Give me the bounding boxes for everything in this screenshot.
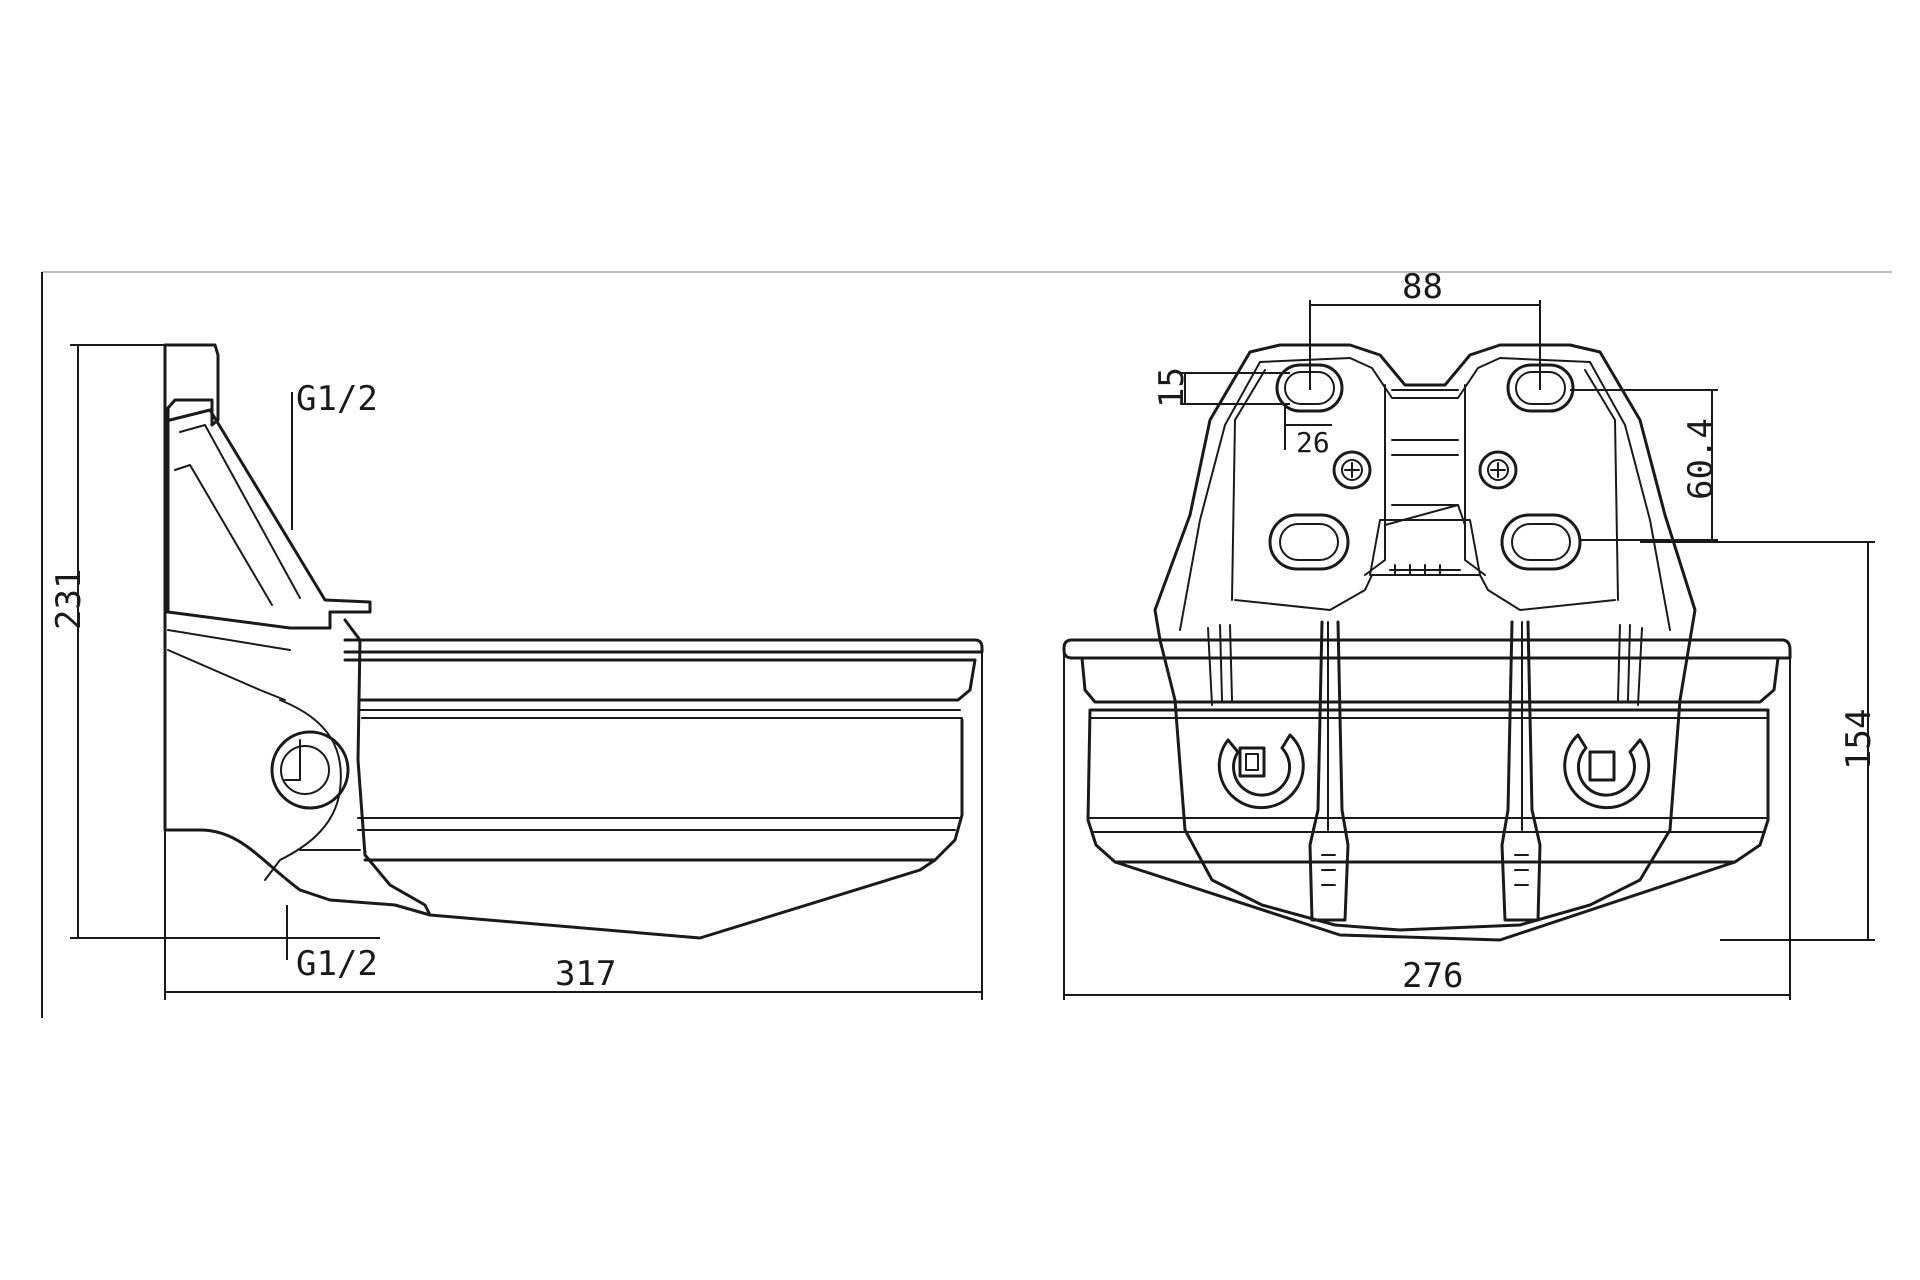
side-trough-main-wall [363, 718, 964, 862]
front-left-pipe [1308, 620, 1350, 922]
front-bracket-inner [1179, 357, 1671, 631]
front-center-channel [1364, 384, 1486, 576]
front-slot-height-label: 15 [1152, 367, 1192, 408]
inlet-top-label: G1/2 [296, 379, 378, 419]
side-back-plate [163, 343, 220, 614]
front-body-height-label: 154 [1839, 709, 1879, 770]
side-view: 231 317 G1/2 G1/2 [49, 343, 984, 1000]
front-trough-bottom [1113, 860, 1737, 942]
front-lower-left-slot [1268, 513, 1350, 571]
front-left-screw-inner [1341, 459, 1363, 481]
side-trough-lower-band [357, 817, 961, 831]
front-right-pipe [1500, 620, 1542, 922]
front-right-screw [1478, 450, 1518, 490]
front-slot-length-label: 26 [1296, 426, 1330, 459]
side-bracket-lower [167, 629, 291, 701]
front-lower-left-slot-inner [1279, 523, 1339, 561]
front-hole-spacing-label: 88 [1402, 267, 1443, 307]
front-left-pipe-inner [1321, 621, 1336, 886]
front-right-pipe-inner [1514, 621, 1529, 886]
front-trough-bands [1089, 717, 1769, 833]
side-valve-inner [280, 745, 330, 795]
front-bracket-outline [1153, 343, 1697, 932]
front-right-ribs [1617, 624, 1643, 706]
side-bracket-rib [174, 424, 301, 606]
front-right-screw-cross [1490, 462, 1506, 478]
front-view: 88 15 26 60.4 154 276 [1062, 267, 1879, 1000]
side-trough-bottom [428, 858, 937, 940]
front-left-screw-cross [1344, 462, 1360, 478]
side-trough-upper-wall [343, 658, 977, 702]
front-left-screw [1332, 450, 1372, 490]
front-left-valve-stem-inner [1245, 753, 1259, 771]
front-bracket-height-label: 60.4 [1681, 418, 1721, 500]
front-lower-right-slot [1500, 513, 1582, 571]
front-trough-rim [1062, 638, 1792, 660]
side-trough-rim [343, 638, 984, 654]
side-valve-curve [264, 699, 342, 881]
front-left-ribs [1207, 624, 1233, 706]
side-width-dim-label: 317 [555, 954, 616, 994]
front-width-label: 276 [1402, 956, 1463, 996]
side-valve-stem [284, 739, 301, 781]
side-valve-body [270, 730, 350, 810]
front-center-plate [1369, 519, 1481, 576]
inlet-bottom-label: G1/2 [296, 944, 378, 984]
side-trough-band [359, 709, 963, 719]
side-bracket-gusset [166, 408, 372, 630]
front-right-valve [1563, 733, 1651, 810]
side-height-dim-label: 231 [49, 569, 89, 630]
front-lower-right-slot-inner [1511, 523, 1571, 561]
front-left-valve [1217, 733, 1305, 810]
front-trough-upper [1080, 656, 1780, 704]
front-right-valve-stem [1588, 750, 1616, 782]
side-lower-plate [163, 610, 432, 917]
front-right-screw-inner [1487, 459, 1509, 481]
front-left-valve-stem [1238, 746, 1266, 778]
